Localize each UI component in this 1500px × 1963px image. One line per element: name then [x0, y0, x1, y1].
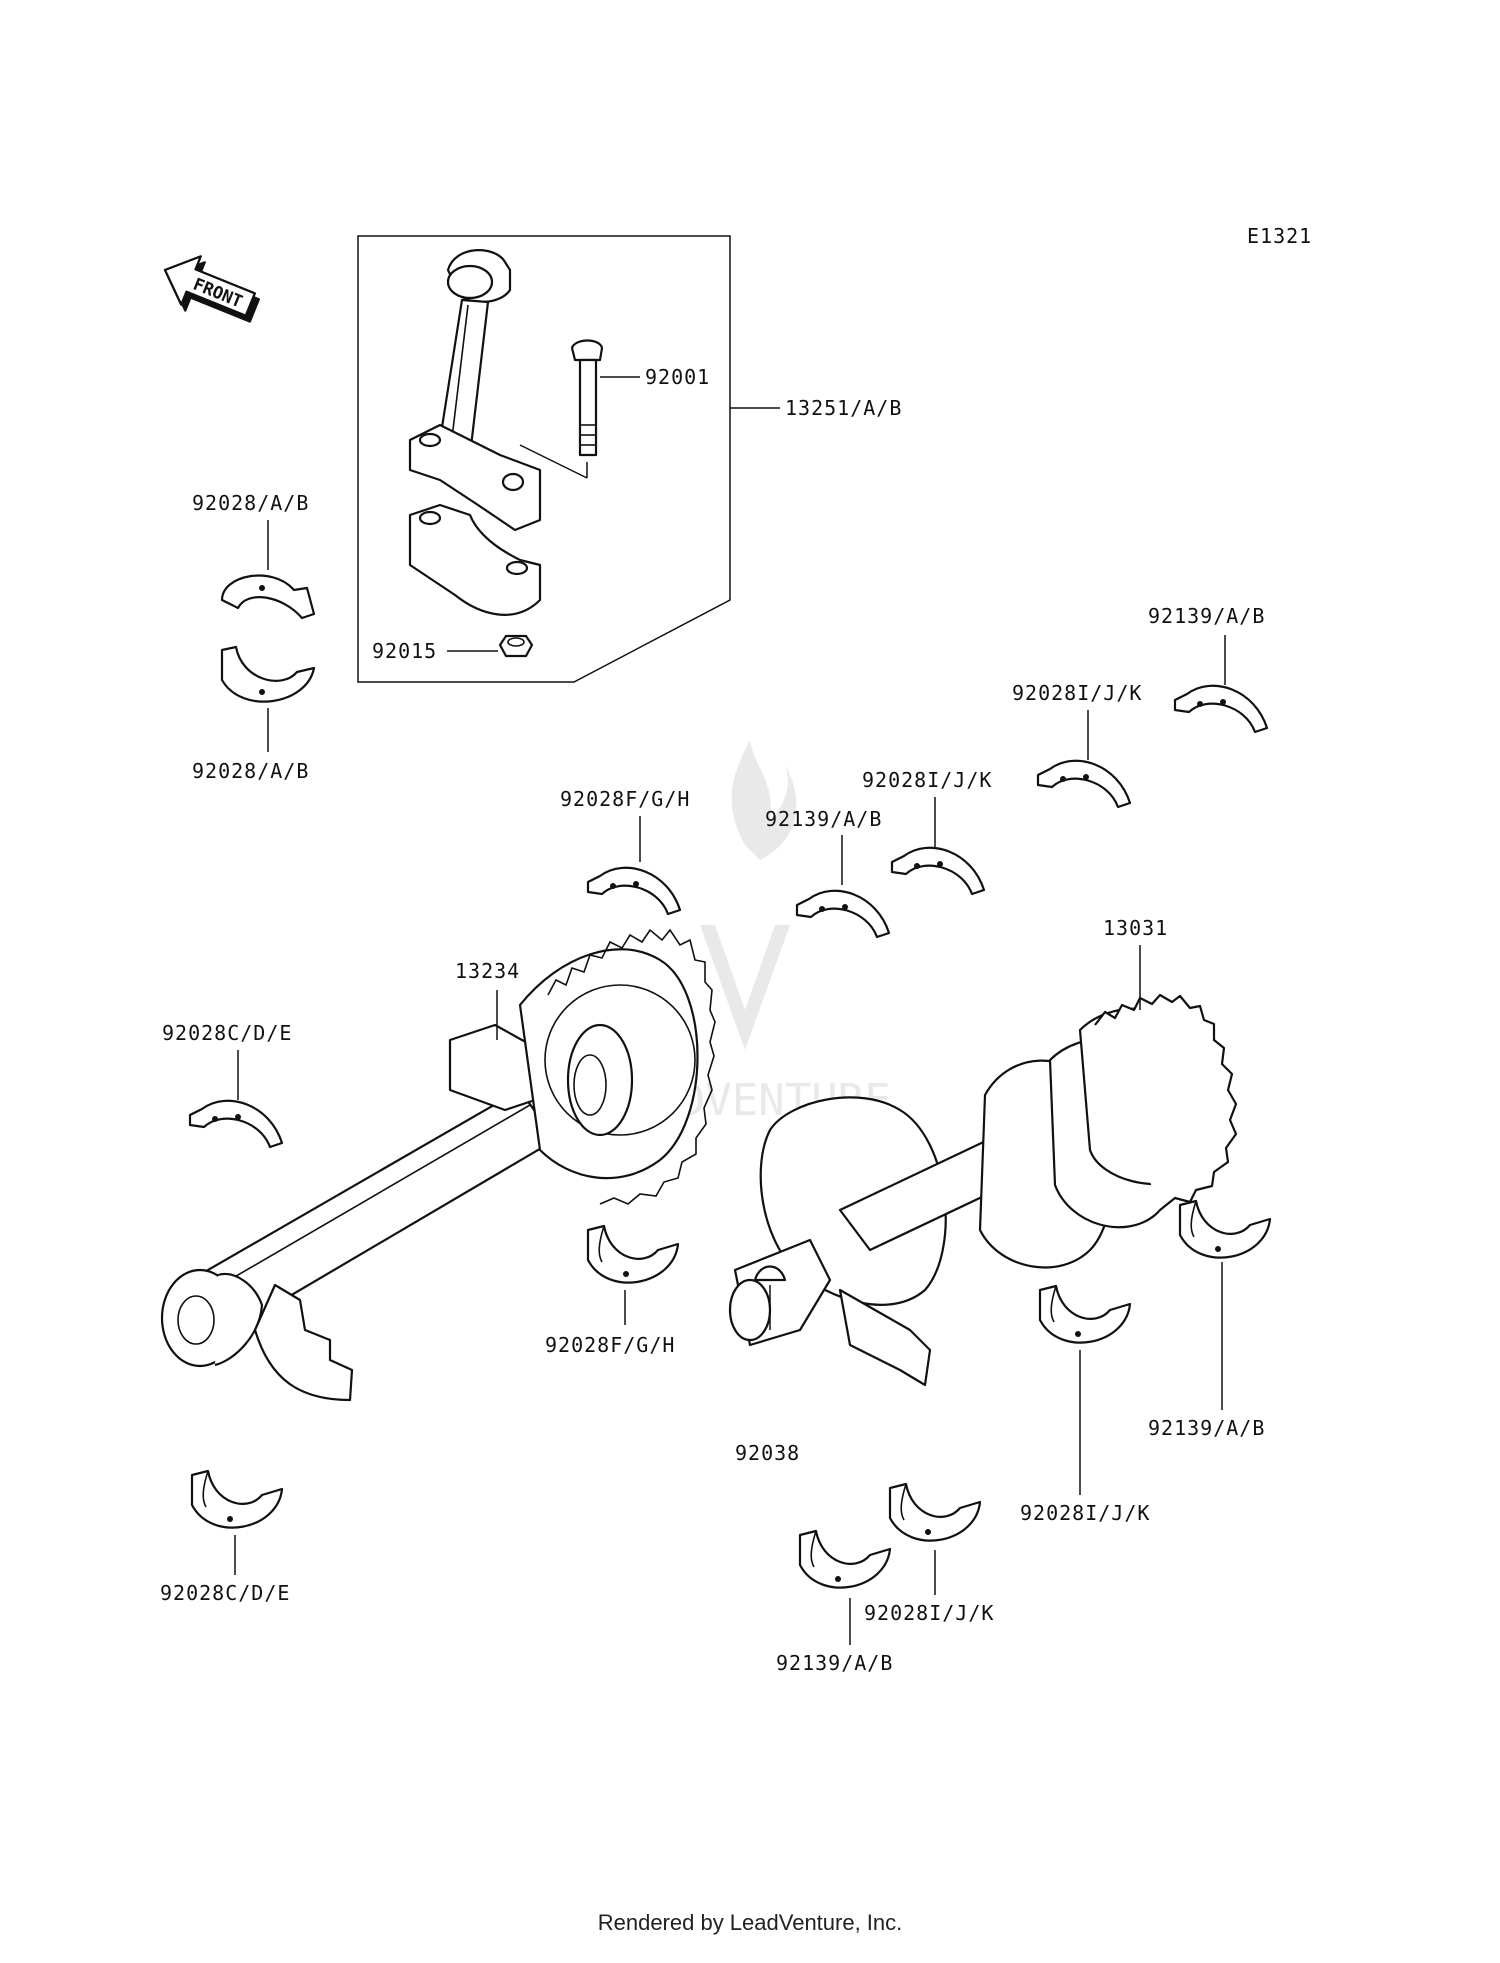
label-92038: 92038: [735, 1441, 800, 1465]
label-92139ab-r1: 92139/A/B: [1148, 604, 1265, 628]
label-92015: 92015: [372, 639, 437, 663]
bearing-92028fgh-upper: [586, 866, 682, 916]
label-92028ijk-r4: 92028I/J/K: [864, 1601, 994, 1625]
bearing-92028ijk-r1: [1036, 759, 1132, 809]
label-13031: 13031: [1103, 916, 1168, 940]
bearing-92028ijk-r3: [1038, 1284, 1132, 1344]
bearing-92139ab-r1: [1173, 684, 1269, 734]
bearing-92028ijk-r2: [890, 846, 986, 896]
bearing-92028fgh-lower: [586, 1224, 680, 1284]
connecting-rod: [408, 249, 542, 616]
label-92028ab-bottom: 92028/A/B: [192, 759, 309, 783]
diagram-code: E1321: [1247, 224, 1312, 248]
label-13234: 13234: [455, 959, 520, 983]
label-92028cde-bottom: 92028C/D/E: [160, 1581, 290, 1605]
label-92028ab-top: 92028/A/B: [192, 491, 309, 515]
label-13251: 13251/A/B: [785, 396, 902, 420]
woodruff-key-92038: [753, 1265, 787, 1282]
bearing-92139ab-r2: [795, 889, 891, 939]
balancer-shaft-13234: [160, 928, 716, 1402]
label-92139ab-r3: 92139/A/B: [1148, 1416, 1265, 1440]
label-92028ijk-r1: 92028I/J/K: [1012, 681, 1142, 705]
label-92028fgh-bottom: 92028F/G/H: [545, 1333, 675, 1357]
label-92139ab-r2: 92139/A/B: [765, 807, 882, 831]
label-92028ijk-r2: 92028I/J/K: [862, 768, 992, 792]
bolt-92001: [519, 339, 604, 479]
bearing-92028ab-upper: [220, 574, 316, 620]
footer-credit: Rendered by LeadVenture, Inc.: [597, 1910, 903, 1935]
crankshaft-13031: [728, 993, 1238, 1387]
conrod-assembly-box: [357, 235, 731, 683]
label-92028cde-top: 92028C/D/E: [162, 1021, 292, 1045]
label-92028ijk-r3: 92028I/J/K: [1020, 1501, 1150, 1525]
label-92139ab-r4: 92139/A/B: [776, 1651, 893, 1675]
bearing-92028cde-lower: [190, 1469, 284, 1529]
bearing-92028cde-upper: [188, 1099, 284, 1149]
front-arrow-icon: FRONT: [163, 255, 260, 323]
bearing-92028ijk-r4: [888, 1482, 982, 1542]
bearing-92139ab-r4: [798, 1529, 892, 1589]
bearing-92139ab-r3: [1178, 1199, 1272, 1259]
nut-92015: [498, 634, 534, 658]
label-92001: 92001: [645, 365, 710, 389]
label-92028fgh-top: 92028F/G/H: [560, 787, 690, 811]
bearing-92028ab-lower: [220, 645, 316, 703]
